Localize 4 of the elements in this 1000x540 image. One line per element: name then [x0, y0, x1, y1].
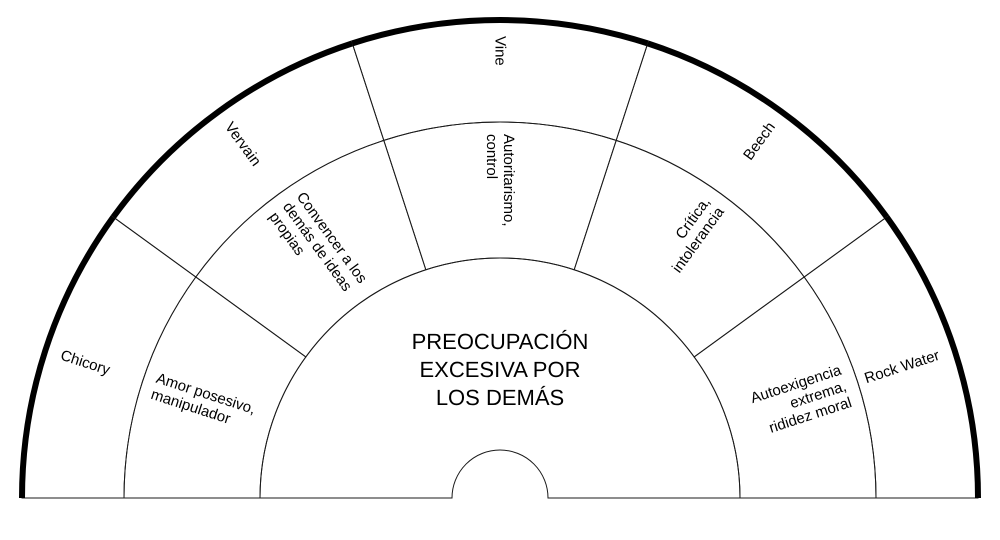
segment-label: Autoritarismo, control	[483, 134, 517, 229]
segment-label: Rock Water	[862, 347, 942, 388]
center-label: PREOCUPACIÓN EXCESIVA POR LOS DEMÁS	[410, 328, 590, 412]
segment-label: Vine	[492, 36, 508, 66]
